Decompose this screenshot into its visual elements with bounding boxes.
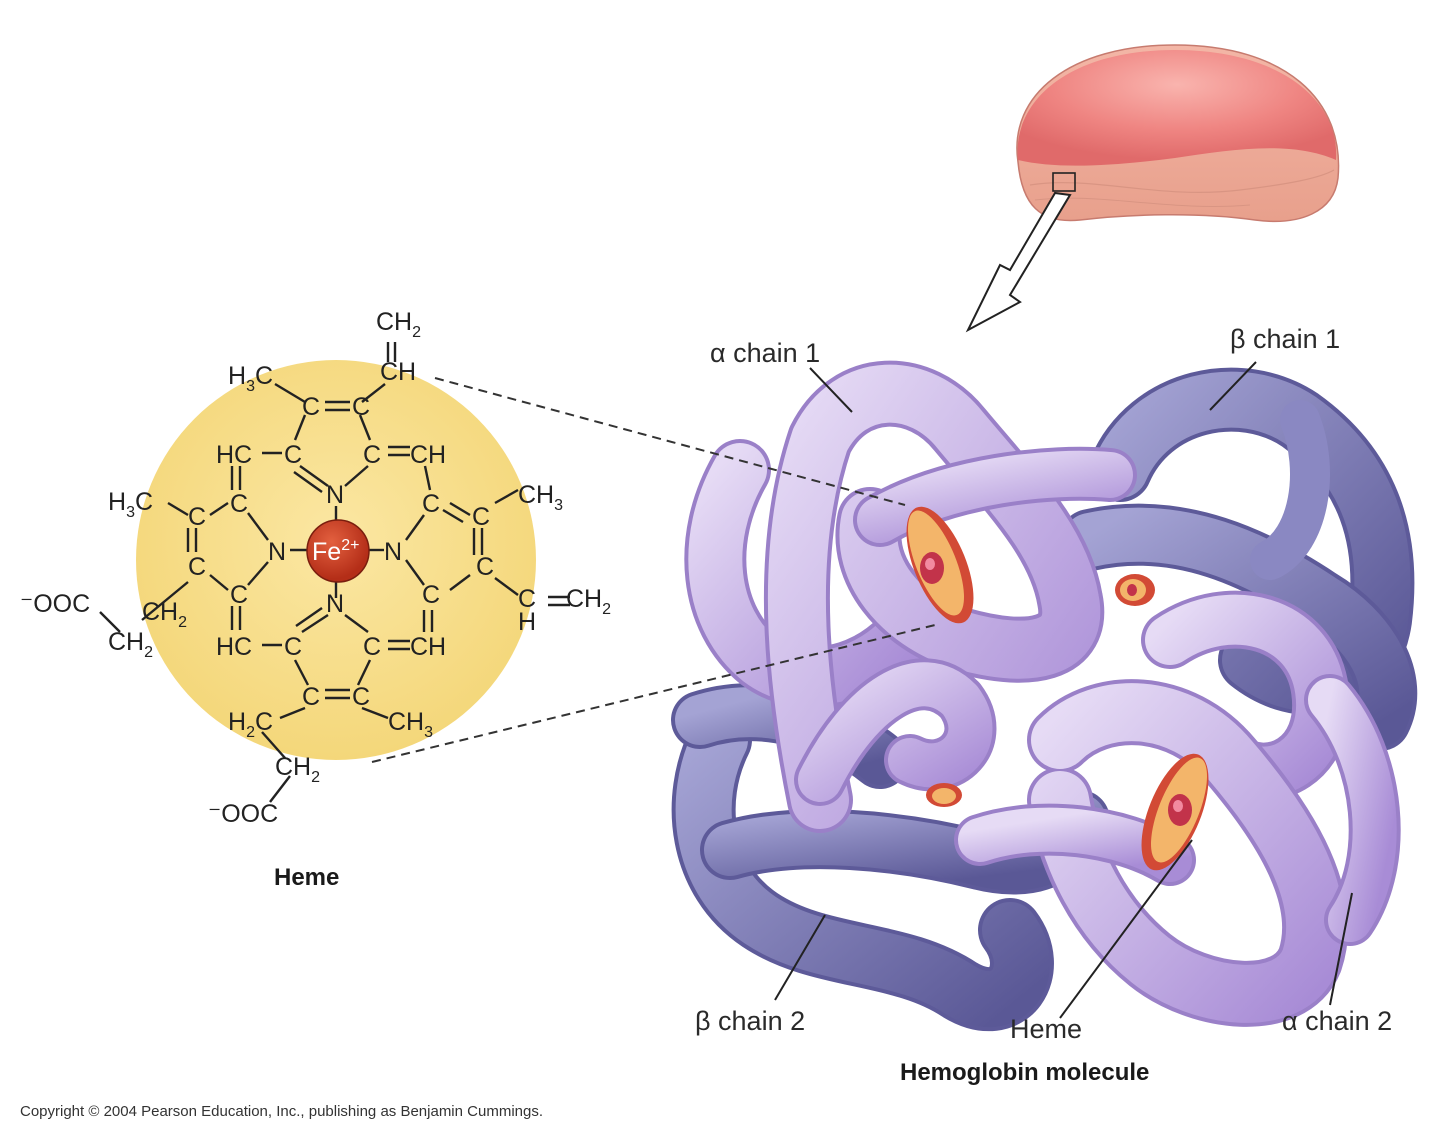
svg-text:HC: HC	[216, 633, 252, 661]
svg-text:C: C	[230, 490, 248, 518]
svg-text:C: C	[352, 683, 370, 711]
heme-bonds	[99, 342, 570, 803]
svg-text:CH3: CH3	[388, 708, 433, 741]
svg-text:CH: CH	[410, 633, 446, 661]
svg-text:C: C	[472, 503, 490, 531]
svg-text:C: C	[302, 393, 320, 421]
zoom-box	[1052, 172, 1076, 192]
hemoglobin-molecule	[671, 360, 1418, 1032]
svg-text:C: C	[188, 503, 206, 531]
svg-text:CH2: CH2	[142, 598, 187, 631]
heme-group-2	[1115, 574, 1155, 606]
svg-text:H: H	[518, 608, 536, 636]
heme-pointer-label: Heme	[1010, 1014, 1082, 1044]
zoom-line-bottom	[371, 624, 936, 763]
svg-text:C: C	[302, 683, 320, 711]
svg-text:N: N	[268, 538, 286, 566]
heme-atom-labels: CH2 CH H3C C C HC C C CH N H3C C C C C C…	[20, 308, 611, 828]
alpha-chain-2-label: α chain 2	[1282, 1006, 1392, 1036]
zoom-arrow	[965, 191, 1072, 333]
svg-text:C: C	[476, 553, 494, 581]
alpha-chain-1-leader	[809, 367, 853, 413]
svg-text:C: C	[422, 581, 440, 609]
svg-text:C: C	[230, 581, 248, 609]
svg-text:CH2: CH2	[566, 585, 611, 618]
svg-text:CH2: CH2	[275, 753, 320, 786]
svg-text:⁻OOC: ⁻OOC	[208, 800, 278, 828]
svg-text:C: C	[188, 553, 206, 581]
copyright-notice: Copyright © 2004 Pearson Education, Inc.…	[20, 1103, 543, 1120]
svg-text:CH: CH	[380, 358, 416, 386]
heme-diagram: Fe2+ CH2 CH H3C C C HC C C CH N H3C C C …	[20, 308, 611, 891]
iron-label: Fe2+	[312, 537, 359, 566]
svg-text:C: C	[352, 393, 370, 421]
alpha-chain-2-tube	[954, 590, 1401, 1027]
heme-pointer-leader	[1059, 839, 1193, 1019]
svg-text:C: C	[363, 633, 381, 661]
alpha-chain-1-label: α chain 1	[710, 338, 820, 368]
svg-text:H2C: H2C	[228, 708, 273, 741]
heme-group-1	[906, 506, 974, 624]
svg-text:N: N	[326, 481, 344, 509]
svg-text:C: C	[284, 441, 302, 469]
alpha-chain-2-leader	[1329, 892, 1353, 1006]
svg-text:CH3: CH3	[518, 481, 563, 514]
beta-chain-2-leader	[774, 914, 826, 1001]
heme-title: Heme	[274, 864, 339, 891]
hemoglobin-molecule-title: Hemoglobin molecule	[900, 1059, 1149, 1086]
svg-text:H3C: H3C	[228, 362, 273, 395]
iron-atom	[306, 519, 370, 583]
svg-text:CH2: CH2	[108, 628, 153, 661]
svg-text:N: N	[326, 590, 344, 618]
svg-text:HC: HC	[216, 441, 252, 469]
svg-text:⁻OOC: ⁻OOC	[20, 590, 90, 618]
svg-text:C: C	[422, 490, 440, 518]
svg-text:C: C	[284, 633, 302, 661]
heme-group-4	[926, 783, 962, 807]
svg-text:H3C: H3C	[108, 488, 153, 521]
svg-text:C: C	[363, 441, 381, 469]
svg-text:N: N	[384, 538, 402, 566]
red-blood-cell	[1016, 44, 1340, 223]
svg-text:C: C	[518, 585, 536, 613]
svg-text:CH2: CH2	[376, 308, 421, 341]
beta-chain-2-label: β chain 2	[695, 1006, 805, 1036]
svg-text:CH: CH	[410, 441, 446, 469]
heme-group-3	[1141, 753, 1209, 871]
alpha-chain-1-tube	[684, 360, 1137, 833]
beta-chain-1-leader	[1209, 361, 1257, 411]
beta-chain-1-label: β chain 1	[1230, 324, 1340, 354]
zoom-line-top	[434, 377, 906, 506]
